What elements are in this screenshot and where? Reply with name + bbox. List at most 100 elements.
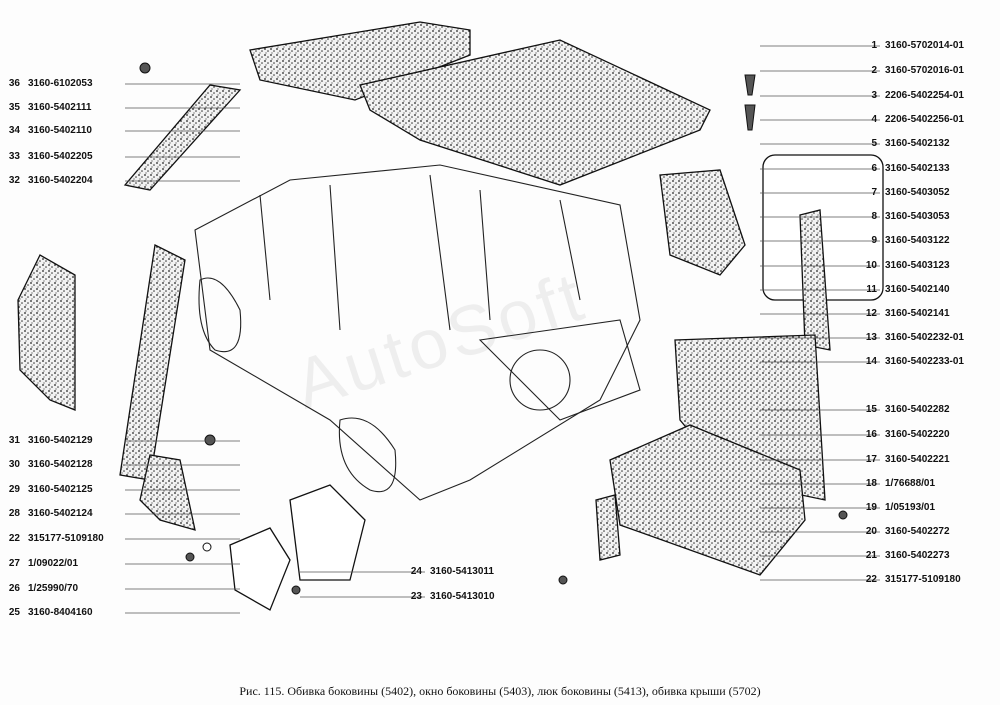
part-label: 27 1/09022/01 [0,558,78,570]
part-number: 31 [8,435,20,446]
washer-26 [202,542,212,552]
roof-lining-rear [359,39,711,186]
part-code: 3160-5403053 [885,211,950,222]
part-code: 3160-6102053 [28,78,93,89]
part-label: 11 3160-5402140 [855,284,950,296]
part-code: 3160-5402110 [28,125,92,136]
part-number: 17 [865,454,877,465]
part-label: 33 3160-5402205 [0,151,93,163]
part-number: 11 [866,284,877,295]
part-code: 315177-5109180 [28,533,104,544]
part-code: 3160-5402220 [885,429,950,440]
part-code: 3160-5402111 [28,102,92,113]
part-label: 24 3160-5413011 [400,566,494,578]
part-code: 3160-5402204 [28,175,93,186]
bolt-18 [838,510,848,520]
part-number: 22 [8,533,20,544]
part-code: 3160-5413010 [430,591,495,602]
part-code: 3160-5402282 [885,404,950,415]
part-code: 2206-5402254-01 [885,90,964,101]
screw-23 [291,585,301,595]
part-code: 3160-5402221 [885,454,950,465]
part-label: 35 3160-5402111 [0,102,92,114]
part-label: 21 3160-5402273 [855,550,950,562]
trim-b-lower [139,454,196,531]
part-number: 24 [410,566,422,577]
part-code: 2206-5402256-01 [885,114,964,125]
part-number: 5 [871,138,877,149]
side-hatch-door [229,527,291,611]
part-number: 27 [8,558,20,569]
part-code: 3160-8404160 [28,607,93,618]
part-label: 28 3160-5402124 [0,508,93,520]
part-number: 15 [865,404,877,415]
part-number: 28 [8,508,20,519]
part-number: 23 [410,591,422,602]
part-code: 3160-5402125 [28,484,93,495]
part-number: 3 [871,90,877,101]
part-code: 3160-5402132 [885,138,950,149]
part-label: 5 3160-5402132 [855,138,950,150]
window-seal [799,209,831,351]
part-label: 16 3160-5402220 [855,429,950,441]
pillar-trim-upper [123,84,242,191]
part-number: 6 [871,163,877,174]
part-code: 3160-5402273 [885,550,950,561]
part-label: 17 3160-5402221 [855,454,950,466]
clip-36 [139,62,151,74]
part-number: 21 [865,550,877,561]
part-number: 33 [8,151,20,162]
part-number: 16 [865,429,877,440]
part-label: 4 2206-5402256-01 [855,114,964,126]
part-number: 7 [871,187,877,198]
part-code: 3160-5402205 [28,151,93,162]
part-code: 3160-5402233-01 [885,356,964,367]
screw-27 [185,552,195,562]
part-number: 18 [865,478,877,489]
part-number: 12 [865,308,877,319]
floor-side-trim [609,424,806,576]
part-label: 15 3160-5402282 [855,404,950,416]
part-label: 20 3160-5402272 [855,526,950,538]
part-code: 1/09022/01 [28,558,79,569]
part-number: 13 [865,332,877,343]
part-number: 35 [8,102,20,113]
part-code: 1/76688/01 [885,478,936,489]
figure-caption: Рис. 115. Обивка боковины (5402), окно б… [239,684,761,698]
part-code: 3160-5402272 [885,526,950,537]
pillar-trim-c [659,169,746,276]
part-label: 22 315177-5109180 [0,533,104,545]
part-number: 10 [865,260,877,271]
part-code: 1/05193/01 [885,502,936,513]
part-number: 4 [871,114,877,125]
part-label: 23 3160-5413010 [400,591,495,603]
part-code: 3160-5402124 [28,508,93,519]
part-code: 3160-5413011 [430,566,494,577]
clip-4 [744,104,756,131]
roof-lining-front [249,21,471,101]
part-number: 34 [8,125,20,136]
part-number: 8 [871,211,877,222]
part-number: 2 [871,65,877,76]
part-number: 25 [8,607,20,618]
part-code: 3160-5702014-01 [885,40,964,51]
part-label: 3 2206-5402254-01 [855,90,964,102]
part-code: 3160-5402140 [885,284,950,295]
part-number: 26 [8,583,20,594]
screw-31 [204,434,216,446]
part-number: 20 [865,526,877,537]
vehicle-body-outline [194,164,641,501]
part-number: 29 [8,484,20,495]
part-label: 25 3160-8404160 [0,607,93,619]
part-label: 34 3160-5402110 [0,125,92,137]
part-number: 30 [8,459,20,470]
